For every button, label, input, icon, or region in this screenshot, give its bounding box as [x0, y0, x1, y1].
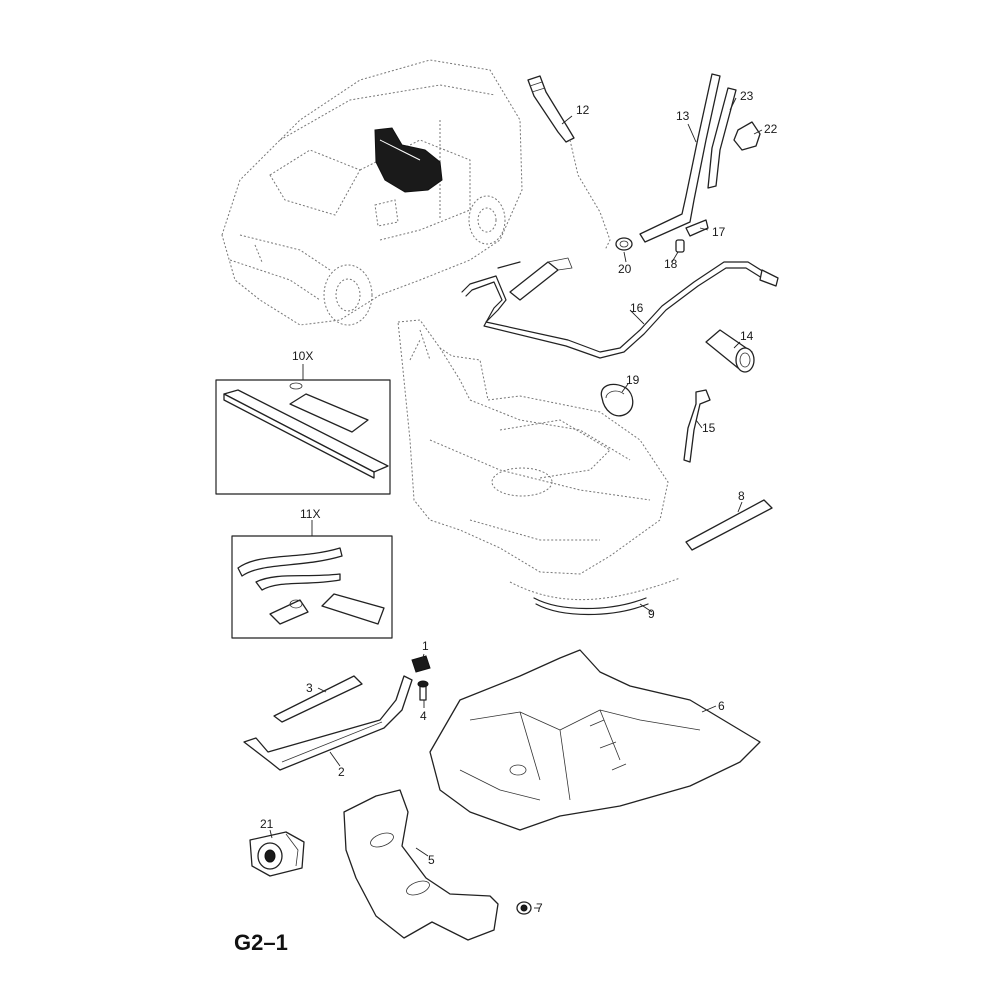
kit-11x-label: 11X [300, 507, 320, 521]
callout-labels: 12 13 23 22 17 18 20 16 14 19 15 8 9 10X… [260, 89, 778, 915]
callout-22: 22 [764, 122, 778, 136]
callout-21: 21 [260, 817, 274, 831]
callout-12: 12 [576, 103, 590, 117]
kit-box-10x [215, 364, 391, 495]
callout-20: 20 [618, 262, 632, 276]
filler-pipe-assembly [461, 73, 779, 359]
kit-box-11x [231, 520, 393, 639]
part-7-nut [516, 901, 532, 915]
callout-8: 8 [738, 489, 745, 503]
part-4-bolt [417, 680, 429, 701]
callout-1: 1 [422, 639, 429, 653]
callout-23: 23 [740, 89, 754, 103]
kit-10x-label: 10X [292, 349, 313, 363]
part-2-strap [243, 675, 413, 771]
callout-4: 4 [420, 709, 427, 723]
part-15-hose [683, 389, 711, 463]
part-3-pad [273, 675, 363, 723]
part-6-heat-shield [429, 649, 761, 831]
callout-17: 17 [712, 225, 726, 239]
fuel-tank-illustration [397, 319, 669, 575]
part-8-strip [685, 499, 773, 551]
callout-3: 3 [306, 681, 313, 695]
callout-5: 5 [428, 853, 435, 867]
callout-19: 19 [626, 373, 640, 387]
part-9-strap [509, 577, 681, 616]
diagram-code-label: G2–1 [234, 930, 288, 955]
callout-18: 18 [664, 257, 678, 271]
callout-13: 13 [676, 109, 690, 123]
part-21-grommet [249, 831, 305, 877]
vehicle-illustration [221, 59, 523, 326]
part-14-sleeve [705, 329, 755, 373]
callout-15: 15 [702, 421, 716, 435]
callout-9: 9 [648, 607, 655, 621]
callout-16: 16 [630, 301, 644, 315]
part-19-clamp [600, 383, 634, 417]
part-5-bracket [343, 789, 499, 941]
callout-14: 14 [740, 329, 754, 343]
part-1-nut [411, 655, 431, 673]
leader-lines [269, 97, 763, 909]
callout-7: 7 [536, 901, 543, 915]
callout-6: 6 [718, 699, 725, 713]
callout-2: 2 [338, 765, 345, 779]
